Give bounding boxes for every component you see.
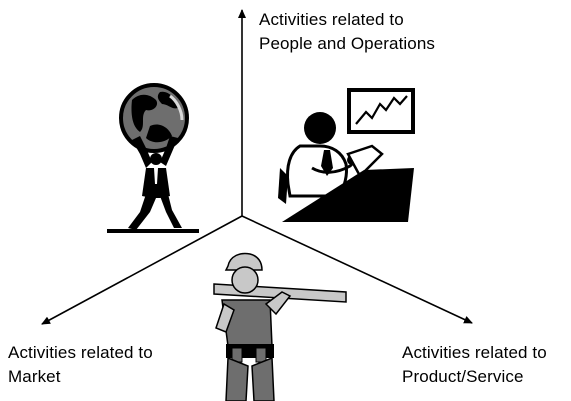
axis-right-arrow bbox=[241, 215, 473, 324]
axis-label-people-operations: Activities related to People and Operati… bbox=[259, 8, 435, 56]
axis-label-product-service: Activities related to Product/Service bbox=[402, 341, 547, 389]
axis-label-top-line2: People and Operations bbox=[259, 34, 436, 53]
axis-label-market: Activities related to Market bbox=[8, 341, 153, 389]
axis-left-arrow bbox=[41, 215, 243, 325]
construction-worker-icon bbox=[213, 252, 347, 401]
axis-label-left-line2: Market bbox=[8, 367, 61, 386]
axis-label-right-line1: Activities related to bbox=[402, 343, 547, 362]
atlas-globe-icon bbox=[107, 83, 199, 233]
axis-label-left-line1: Activities related to bbox=[8, 343, 153, 362]
axis-label-right-line2: Product/Service bbox=[402, 367, 524, 386]
office-worker-chart-icon bbox=[278, 88, 415, 222]
axis-label-top-line1: Activities related to bbox=[259, 10, 404, 29]
